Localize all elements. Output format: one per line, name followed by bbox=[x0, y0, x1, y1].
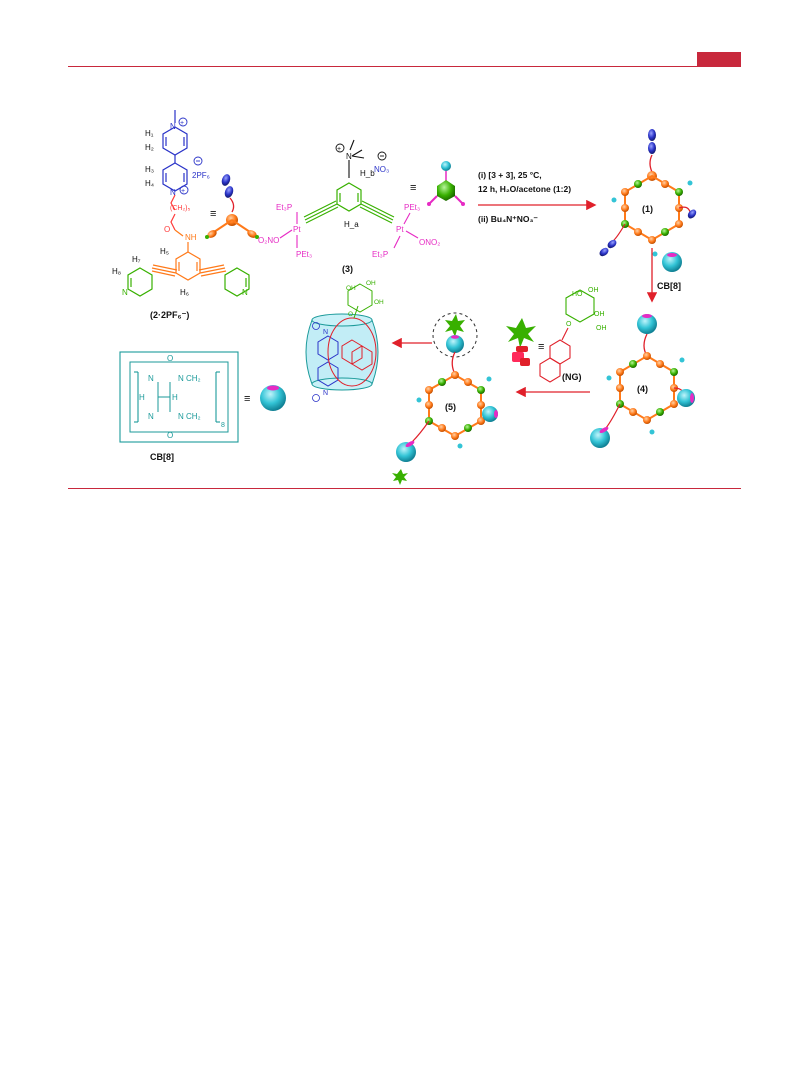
pt-right: Pt bbox=[396, 225, 404, 234]
label-hb: H_b bbox=[360, 169, 375, 178]
product-4-label: (4) bbox=[637, 384, 648, 394]
ng-label: (NG) bbox=[562, 372, 582, 382]
svg-text:+: + bbox=[337, 146, 341, 153]
pyridine-n-left: N bbox=[122, 288, 128, 297]
amide-nh: NH bbox=[185, 233, 197, 242]
ng-oh2: OH bbox=[594, 311, 605, 318]
label-h1: H₁ bbox=[145, 129, 154, 138]
compound-2-label: (2·2PF₆⁻) bbox=[150, 310, 189, 320]
header-rule bbox=[68, 66, 741, 67]
cb8-ch2-top: CH₂ bbox=[186, 374, 201, 383]
cartoon-pt-corner bbox=[427, 161, 465, 206]
equiv-symbol-2: ≡ bbox=[410, 182, 416, 194]
carbonyl-o: O bbox=[164, 225, 170, 234]
label-ha: H_a bbox=[344, 220, 359, 229]
et3p-left-top: Et₃P bbox=[276, 203, 292, 212]
linker-label: (CH₂)₅ bbox=[170, 205, 190, 212]
counter-ion: 2PF₆ bbox=[192, 171, 210, 180]
complex-n-top: N bbox=[323, 329, 328, 336]
label-h2: H₂ bbox=[145, 143, 154, 152]
nitrate-label: NO₃ bbox=[374, 165, 389, 174]
product-1-label: (1) bbox=[642, 204, 653, 214]
complex-oh-a: OH bbox=[346, 285, 356, 292]
ono2-right: ONO₂ bbox=[419, 238, 440, 247]
label-h5: H₅ bbox=[160, 247, 169, 256]
product-1-cartoon: (1) bbox=[599, 129, 697, 257]
ng-molecule: HO OH OH OH O bbox=[539, 287, 607, 383]
viologen-n-top: N bbox=[170, 122, 176, 131]
platinum-molecule: N + NO₃ H_b H_a Et₃P Pt O₂NO PEt₃ PEt₃ P… bbox=[258, 139, 440, 274]
product-5-label: (5) bbox=[445, 402, 456, 412]
nme3-n: N bbox=[346, 152, 352, 161]
viologen-n-bottom: N bbox=[170, 188, 176, 197]
label-h8: H₈ bbox=[112, 267, 121, 276]
condition-line-1: (i) [3 + 3], 25 °C, bbox=[478, 170, 542, 180]
cartoon-ligand-2 bbox=[205, 174, 259, 239]
pt-left: Pt bbox=[293, 225, 301, 234]
cb8-n4: N bbox=[178, 412, 184, 421]
cb8-ch2-bottom: CH₂ bbox=[186, 412, 201, 421]
host-guest-complex: N N OH OH OH O bbox=[305, 280, 384, 402]
et3p-right-bottom: Et₃P bbox=[372, 250, 388, 259]
label-h3: H₃ bbox=[145, 165, 154, 174]
cb8-o-top: O bbox=[167, 354, 173, 363]
cb8-n1: N bbox=[148, 374, 154, 383]
condition-line-2: 12 h, H₂O/acetone (1:2) bbox=[478, 184, 571, 194]
svg-text:+: + bbox=[181, 188, 185, 195]
cb8-h-right: H bbox=[172, 393, 178, 402]
product-5-cartoon: (5) bbox=[392, 312, 498, 485]
pet3-right-top: PEt₃ bbox=[404, 203, 420, 212]
cb8-step-label: CB[8] bbox=[657, 281, 681, 291]
product-4-cartoon: (4) bbox=[590, 314, 695, 448]
cb8-structure-label: CB[8] bbox=[150, 452, 174, 462]
equiv-symbol-4: ≡ bbox=[244, 393, 250, 405]
complex-n-bottom: N bbox=[323, 390, 328, 397]
equiv-symbol-3: ≡ bbox=[538, 341, 544, 353]
cb8-o-bottom: O bbox=[167, 431, 173, 440]
pet3-left-bottom: PEt₃ bbox=[296, 250, 312, 259]
compound-3-label: (3) bbox=[342, 264, 353, 274]
ng-cartoon bbox=[506, 318, 536, 366]
ng-oh4: OH bbox=[596, 325, 607, 332]
viologen-molecule: N + N + H₁ H₂ H₃ H₄ 2PF₆ (CH₂)₅ O NH H₅ … bbox=[112, 110, 250, 320]
complex-o: O bbox=[348, 311, 353, 318]
cb8-h-left: H bbox=[139, 393, 145, 402]
ng-o-link: O bbox=[566, 321, 572, 328]
footer-rule bbox=[68, 488, 741, 489]
ng-oh1: OH bbox=[588, 287, 599, 294]
svg-text:+: + bbox=[180, 120, 184, 127]
equiv-symbol-1: ≡ bbox=[210, 208, 216, 220]
complex-oh-b: OH bbox=[366, 280, 376, 287]
condition-line-3: (ii) Bu₄N⁺NO₃⁻ bbox=[478, 214, 538, 224]
cb8-structure: O N N CH₂ H H N N CH₂ 8 O bbox=[119, 351, 239, 443]
cb8-cartoon bbox=[260, 385, 286, 411]
label-h6: H₆ bbox=[180, 288, 189, 297]
reaction-conditions: (i) [3 + 3], 25 °C, 12 h, H₂O/acetone (1… bbox=[478, 170, 597, 224]
label-h7: H₇ bbox=[132, 255, 141, 264]
ng-ho: HO bbox=[572, 291, 583, 298]
header-tab bbox=[697, 52, 741, 66]
cb8-subscript: 8 bbox=[221, 422, 225, 429]
ono2-left: O₂NO bbox=[258, 236, 279, 245]
cb8-n3: N bbox=[148, 412, 154, 421]
pyridine-n-right: N bbox=[242, 288, 248, 297]
label-h4: H₄ bbox=[145, 179, 154, 188]
cb8-n2: N bbox=[178, 374, 184, 383]
cb8-icon bbox=[662, 252, 682, 272]
complex-oh-c: OH bbox=[374, 299, 384, 306]
